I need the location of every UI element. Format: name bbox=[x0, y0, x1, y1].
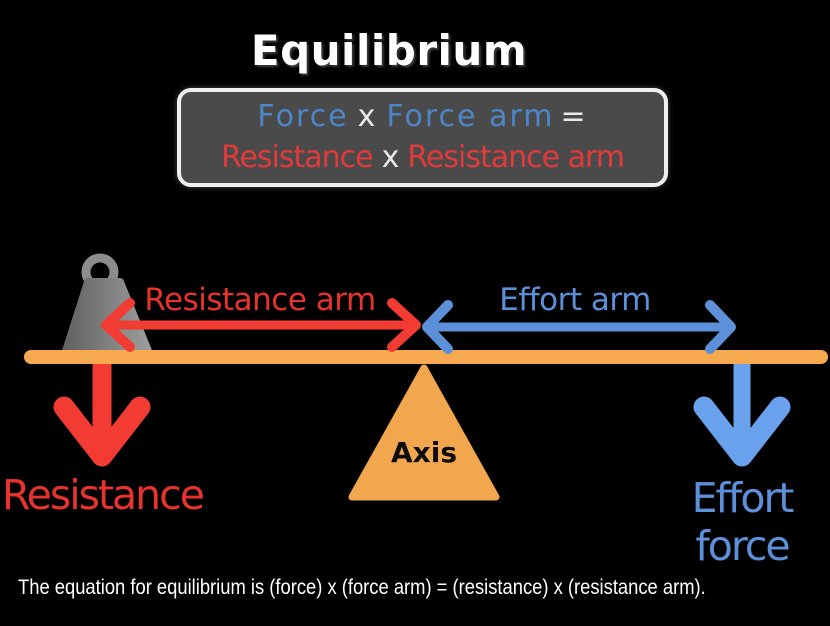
equation-times-sign-1: x bbox=[357, 99, 378, 134]
equation-resistance-arm-term: Resistance arm bbox=[407, 140, 625, 175]
axis-label: Axis bbox=[391, 436, 457, 469]
effort-arm-label: Effort arm bbox=[499, 282, 651, 318]
lever-beam bbox=[24, 350, 828, 364]
effort-arm-arrow bbox=[422, 300, 736, 354]
resistance-arm-label: Resistance arm bbox=[144, 282, 376, 318]
equation-equals-sign: = bbox=[560, 99, 588, 134]
resistance-force-arrow bbox=[53, 356, 151, 467]
page-title: Equilibrium bbox=[250, 26, 528, 75]
equation-force-arm-term: Force arm bbox=[386, 99, 555, 134]
effort-force-arrow bbox=[693, 356, 791, 467]
resistance-arm-arrow bbox=[101, 298, 421, 352]
resistance-force-label: Resistance bbox=[2, 471, 205, 519]
fulcrum-triangle bbox=[348, 364, 500, 501]
effort-force-label: Effort force bbox=[642, 474, 830, 570]
equation-force-term: Force bbox=[257, 99, 349, 134]
equation-resistance-term: Resistance bbox=[220, 140, 374, 175]
equation-times-sign-2: x bbox=[381, 140, 400, 175]
caption: The equation for equilibrium is (force) … bbox=[18, 576, 706, 599]
effort-force-label-line1: Effort bbox=[691, 474, 795, 522]
effort-force-label-line2: force bbox=[695, 522, 790, 570]
